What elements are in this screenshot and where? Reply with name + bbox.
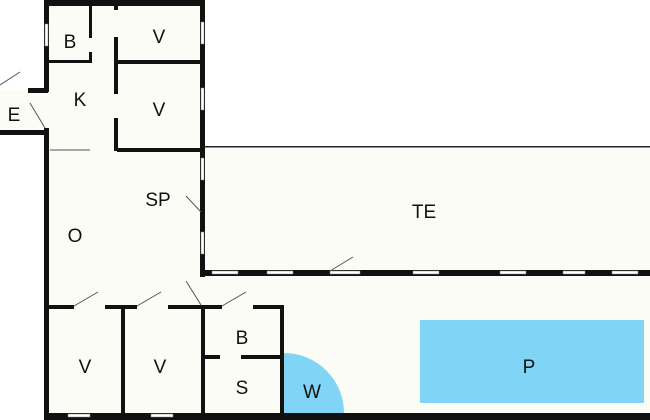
room-label-bath-top: B	[64, 32, 77, 53]
room-label-living: O	[68, 226, 83, 247]
room-label-bedroom-bottom1: V	[79, 357, 92, 378]
room-label-dining: SP	[145, 190, 170, 211]
room-label-entrance: E	[8, 105, 21, 126]
room-label-kitchen: K	[74, 90, 87, 111]
room-label-pool: P	[523, 357, 536, 378]
windows	[44, 21, 639, 418]
room-label-bedroom-bottom2: V	[154, 357, 167, 378]
room-label-whirlpool: W	[303, 382, 321, 403]
pool	[420, 320, 644, 403]
room-label-sauna: S	[236, 378, 249, 399]
room-label-bath-bottom: B	[236, 328, 249, 349]
doors[interactable]	[0, 71, 354, 307]
room-label-terrace: TE	[412, 202, 436, 223]
room-label-bedroom-top1: V	[153, 27, 166, 48]
room-label-bedroom-top2: V	[153, 100, 166, 121]
whirlpool	[284, 353, 344, 413]
